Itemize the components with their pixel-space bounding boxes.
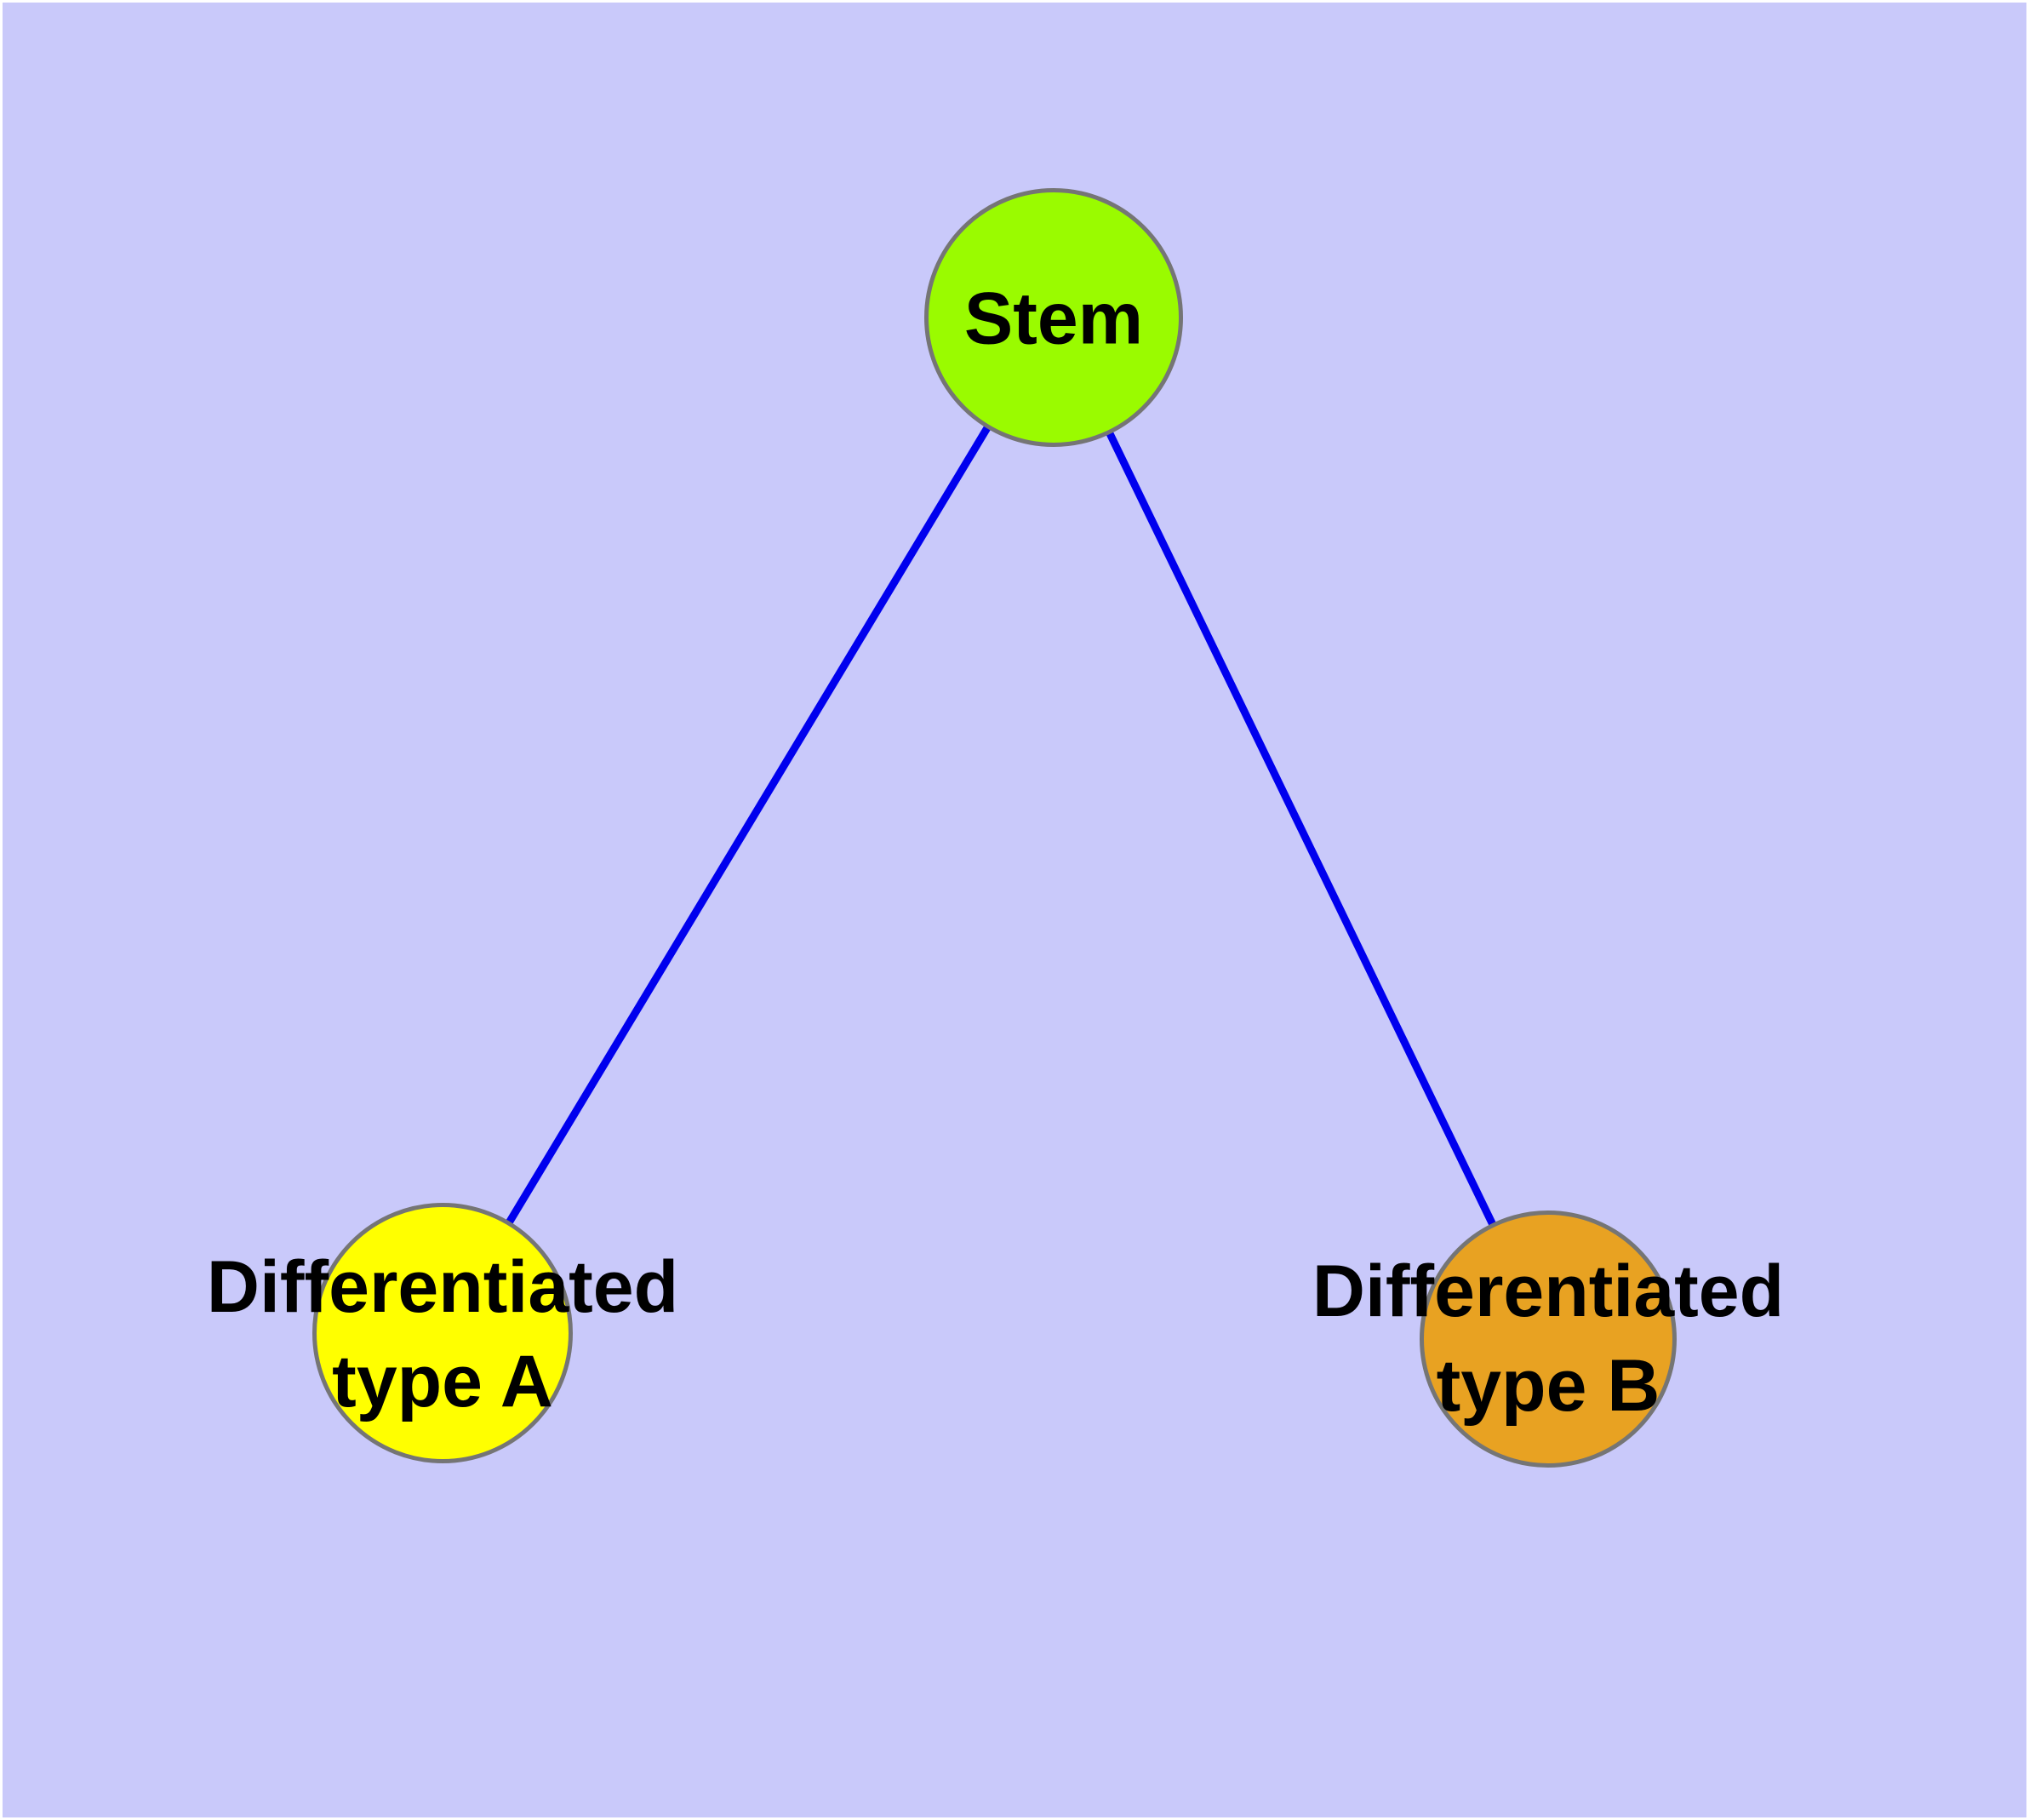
node-differentiated-type-b xyxy=(1420,1210,1677,1468)
node-label-differentiated-type-b: Differentiated type B xyxy=(1312,1245,1784,1434)
label-line: Differentiated xyxy=(206,1246,679,1329)
node-differentiated-type-a xyxy=(312,1203,573,1463)
node-stem xyxy=(924,188,1183,447)
label-line: type B xyxy=(1436,1345,1660,1427)
label-line: Differentiated xyxy=(1312,1251,1785,1333)
node-label-stem: Stem xyxy=(964,272,1143,367)
node-label-differentiated-type-a: Differentiated type A xyxy=(207,1240,678,1429)
label-line: Stem xyxy=(963,278,1144,360)
edge-stem-to-type-b xyxy=(1049,316,1552,1341)
edge-stem-to-type-a xyxy=(439,315,1057,1336)
label-line: type A xyxy=(332,1341,553,1422)
